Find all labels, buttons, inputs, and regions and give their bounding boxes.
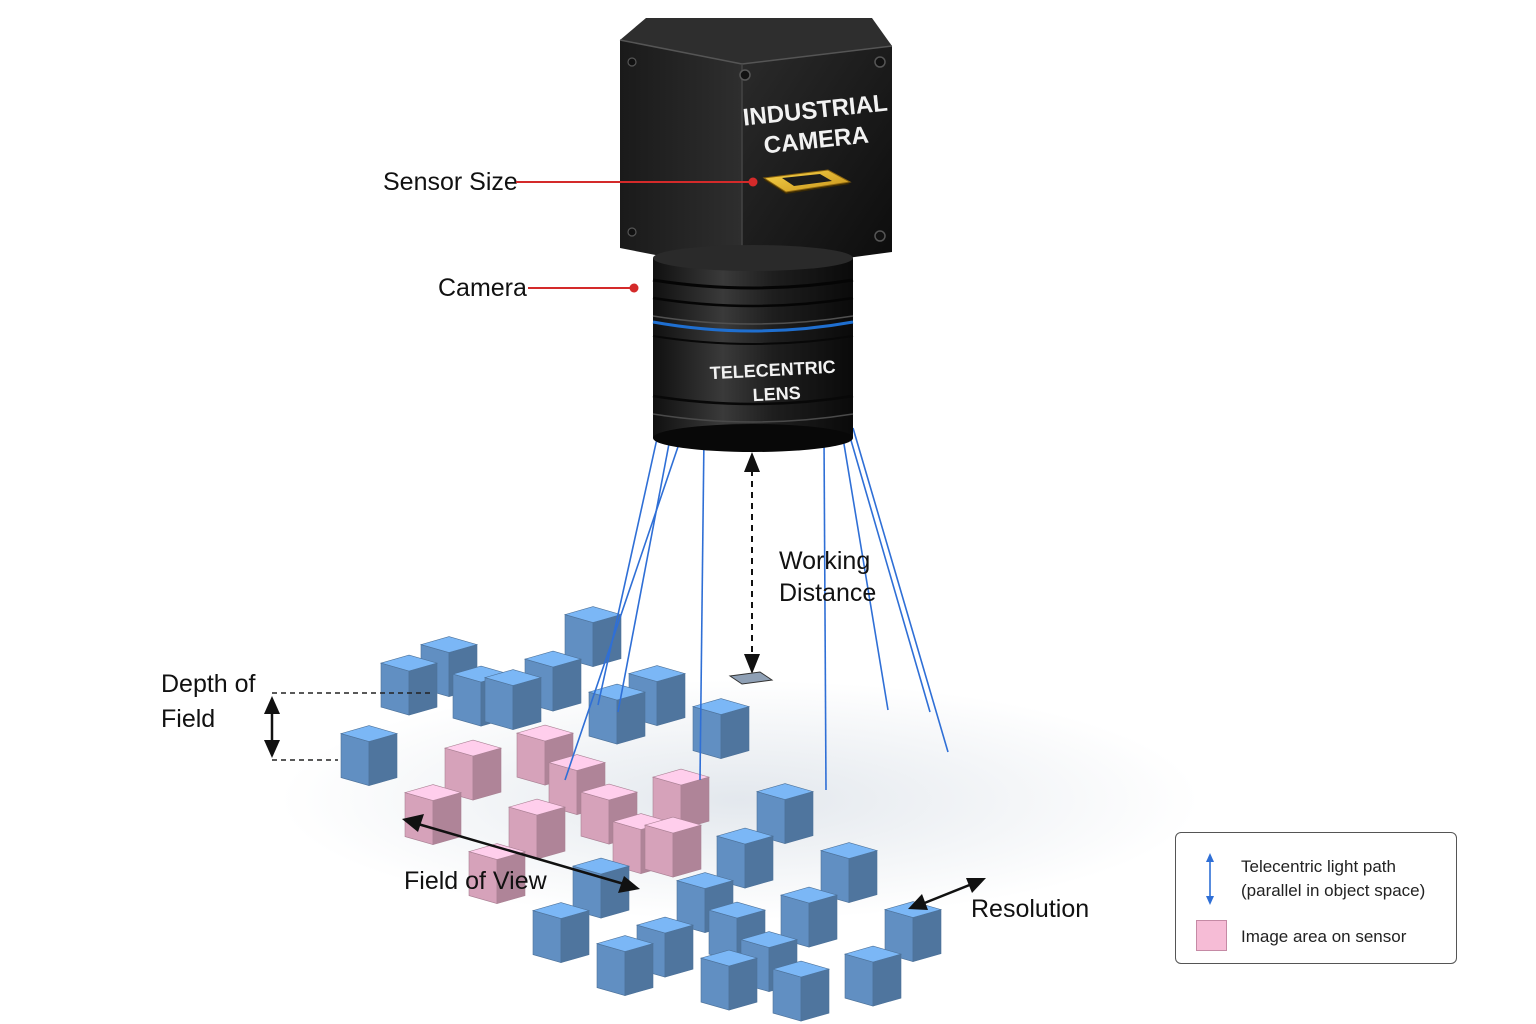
legend-light-path-line2: (parallel in object space) [1241,881,1426,900]
telecentric-lens: TELECENTRIC LENS [652,245,854,452]
object-cube [771,960,831,1022]
light-ray [617,427,673,713]
depth-of-field-indicator: Depth of Field [161,670,430,761]
light-ray [564,431,684,781]
light-ray [841,431,889,711]
lens-blue-ring [652,320,854,333]
object-cube [883,901,943,962]
camera-top-face [620,18,892,64]
sensor-chip [762,169,852,194]
image-area-swatch [1196,920,1227,951]
object-cube [467,843,527,904]
object-cube-grid [339,606,943,1022]
camera-callout: Camera [438,274,639,302]
object-cube [507,798,567,860]
object-cube [715,827,775,889]
light-ray [847,429,931,713]
object-cube [523,650,583,712]
object-cube [779,886,839,948]
sensor-size-callout: Sensor Size [383,168,758,196]
depth-of-field-label-line2: Field [161,705,215,733]
object-cube [443,739,503,801]
field-of-view-indicator: Field of View [402,814,640,895]
lens-label-line2: LENS [752,383,801,405]
screw [874,56,886,68]
camera-label: Camera [438,274,527,302]
object-cube [755,783,815,844]
sensor-size-label: Sensor Size [383,168,518,196]
object-cube [379,654,439,716]
object-cube [595,935,655,996]
light-ray [852,427,949,753]
object-cube [651,768,711,830]
telecentric-light-rays [564,424,949,791]
light-ray [699,435,705,781]
legend-image-area: Image area on sensor [1241,927,1407,946]
working-distance-arrow [744,452,760,674]
field-of-view-label: Field of View [404,867,548,895]
camera-side-face [620,40,742,272]
camera-front-face [742,46,892,272]
legend: Telecentric light path (parallel in obje… [1175,832,1457,964]
object-cube [403,784,463,845]
screw [627,57,637,67]
object-cube [531,902,591,963]
object-cube [643,816,703,878]
depth-of-field-label-line1: Depth of [161,670,256,698]
light-ray [597,424,661,706]
working-distance-label-line1: Working [779,547,870,575]
object-cube [483,669,543,730]
screw [874,230,886,242]
object-cube [339,725,399,786]
object-cube [699,949,759,1011]
object-cube [635,916,695,978]
focus-tile [728,671,774,685]
object-cube [819,842,879,903]
light-ray [823,435,827,791]
screw [627,227,637,237]
industrial-camera: INDUSTRIAL CAMERA [619,18,893,272]
telecentric-light-path-arrow-icon [1206,853,1214,905]
object-cube [587,683,647,745]
legend-light-path-line1: Telecentric light path [1241,857,1396,876]
resolution-label: Resolution [971,895,1089,923]
object-cube [571,857,631,919]
screw [739,69,751,81]
object-cube [563,606,623,667]
working-distance-label-line2: Distance [779,579,876,607]
resolution-indicator: Resolution [908,878,1089,923]
object-cube [843,945,903,1007]
